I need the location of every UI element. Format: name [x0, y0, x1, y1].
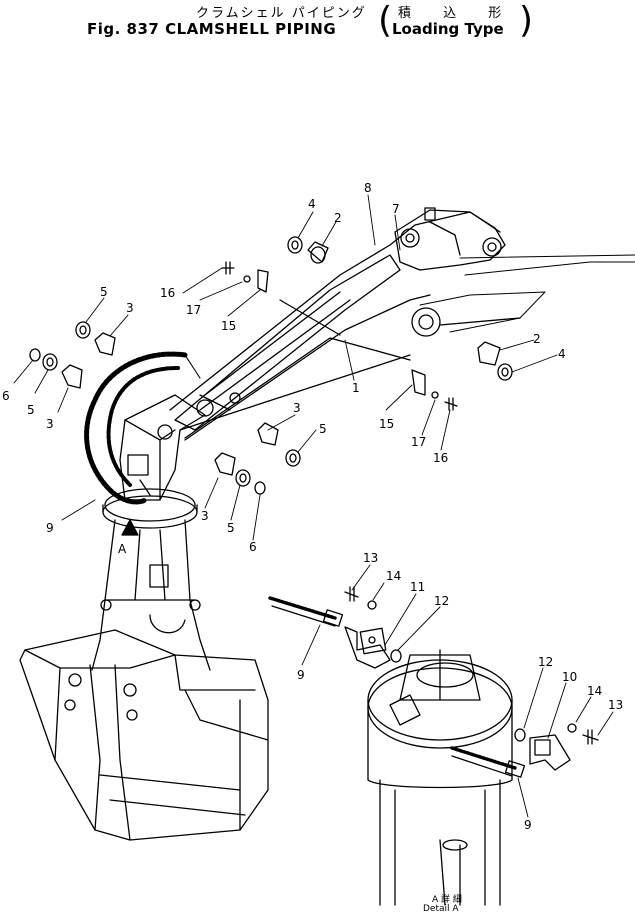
callout-6-bottom: 6 — [249, 540, 257, 554]
callout-5-middle: 5 — [319, 422, 327, 436]
detail-label-en: Detail A — [423, 904, 459, 914]
callout-6-left: 6 — [2, 389, 10, 403]
callout-7: 7 — [392, 202, 400, 216]
title-jp: クラムシェル パイピング — [196, 6, 367, 21]
callout-11: 11 — [410, 580, 425, 594]
detail-a-assembly — [367, 649, 513, 906]
callout-5-top-left: 5 — [100, 285, 108, 299]
paren-close: ) — [519, 0, 534, 41]
callout-4-right: 4 — [558, 347, 566, 361]
callout-2-upper: 2 — [334, 211, 342, 225]
callout-13-lower: 13 — [608, 698, 623, 712]
callout-9-detail-upper: 9 — [297, 668, 305, 682]
callout-2-right: 2 — [533, 332, 541, 346]
callout-3-bottom: 3 — [201, 509, 209, 523]
boom-assembly — [169, 207, 635, 441]
callout-15-upper: 15 — [221, 319, 236, 333]
callout-3-left: 3 — [46, 417, 54, 431]
callout-16-upper: 16 — [160, 286, 175, 300]
paren-open: ( — [378, 0, 393, 41]
clamshell-head: A — [102, 394, 206, 556]
leader-lines — [13, 194, 614, 818]
title-en-type: Loading Type — [392, 20, 504, 38]
callout-9-detail-lower: 9 — [524, 818, 532, 832]
callout-numbers: 1 2 2 3 3 3 3 4 4 5 5 5 5 6 6 7 8 9 9 9 … — [2, 181, 623, 832]
callout-12-upper: 12 — [434, 594, 449, 608]
callout-1: 1 — [352, 381, 360, 395]
callout-14-lower: 14 — [587, 684, 602, 698]
callout-9-main: 9 — [46, 521, 54, 535]
callout-17-upper: 17 — [186, 303, 201, 317]
callout-3-middle: 3 — [293, 401, 301, 415]
callout-5-left: 5 — [27, 403, 35, 417]
clamshell-body — [19, 519, 269, 841]
title-jp-type: 積 込 形 — [398, 6, 516, 21]
detail-label-jp: A 詳 細 — [432, 895, 462, 905]
callout-15-right: 15 — [379, 417, 394, 431]
callout-13-upper: 13 — [363, 551, 378, 565]
fitting-pipes — [268, 596, 571, 778]
small-parts — [29, 236, 599, 745]
callout-17-right: 17 — [411, 435, 426, 449]
callout-5-bottom: 5 — [227, 521, 235, 535]
callout-12-lower: 12 — [538, 655, 553, 669]
callout-8: 8 — [364, 181, 372, 195]
arrow-label: A — [118, 542, 127, 556]
callout-3-top-left: 3 — [126, 301, 134, 315]
callout-10: 10 — [562, 670, 577, 684]
callout-16-right: 16 — [433, 451, 448, 465]
callout-14-upper: 14 — [386, 569, 401, 583]
callout-4-upper: 4 — [308, 197, 316, 211]
title-en: Fig. 837 CLAMSHELL PIPING — [87, 20, 337, 38]
